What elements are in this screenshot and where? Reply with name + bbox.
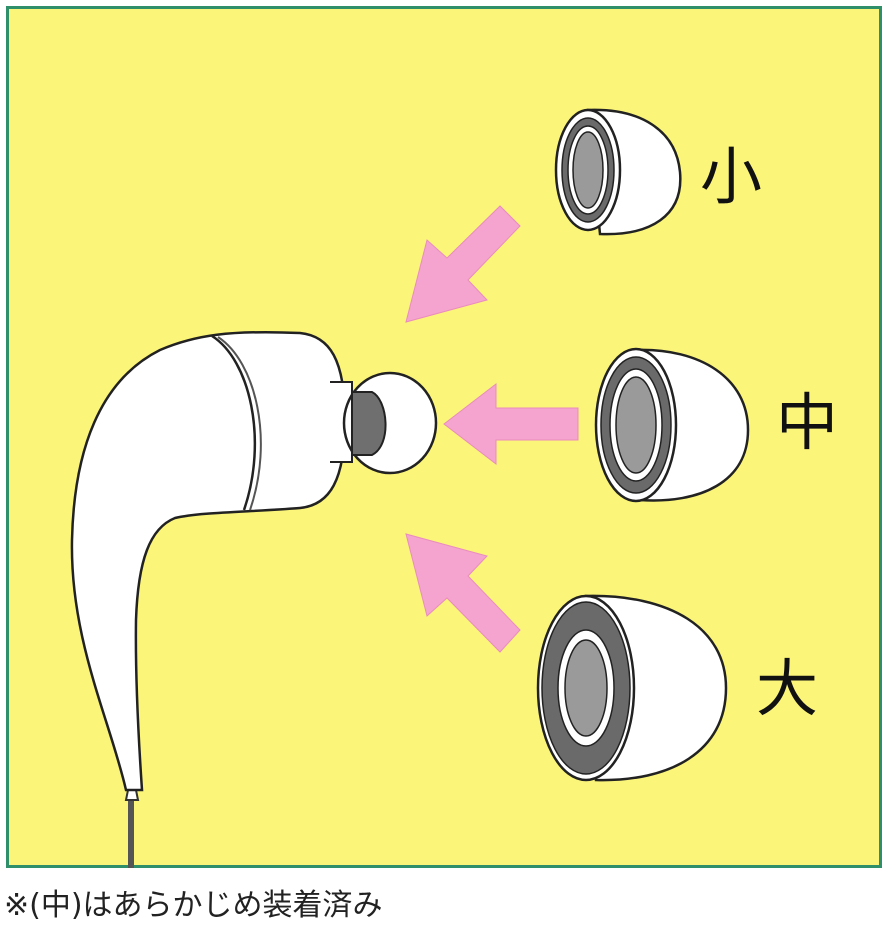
size-label-small: 小: [700, 140, 763, 213]
arrow-from-medium: [443, 382, 579, 466]
size-label-large: 大: [756, 652, 819, 725]
ear-tip-small: [554, 108, 682, 236]
earphone-cable: [124, 789, 140, 868]
ear-tip-large: [536, 594, 728, 782]
size-label-medium: 中: [776, 386, 839, 459]
ear-tip-medium: [594, 347, 750, 503]
arrow-from-large: [405, 533, 521, 653]
earphone-body: [70, 330, 438, 792]
arrow-from-small: [405, 205, 521, 323]
preinstalled-note: ※(中)はあらかじめ装着済み: [4, 888, 383, 923]
